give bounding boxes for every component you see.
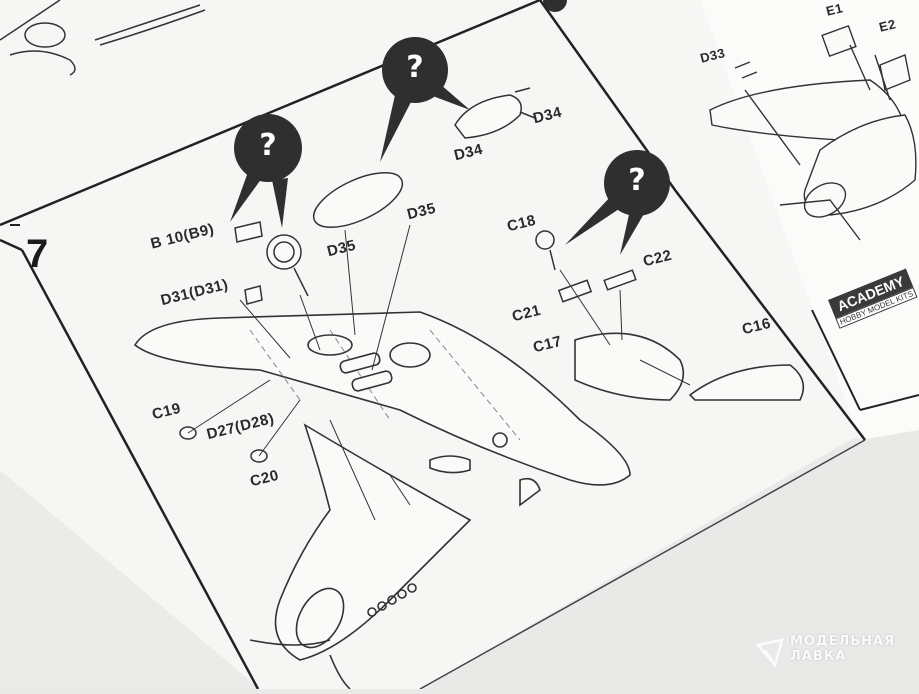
canopy-part-d35: [312, 172, 404, 228]
question-callout-2: ?: [406, 50, 424, 85]
watermark: МОДЕЛЬНАЯ ЛАВКА: [752, 634, 895, 664]
aircraft-drawing: [133, 311, 805, 690]
question-callout-3: ?: [628, 163, 646, 198]
adjacent-step-drawing: [543, 0, 917, 241]
step-frame-border: [0, 0, 541, 227]
watermark-line2: ЛАВКА: [790, 649, 847, 664]
previous-step-drawing: [0, 0, 206, 76]
assembly-lines: [187, 224, 691, 521]
bomb-part-d34: [454, 94, 522, 139]
callout-bubbles: [230, 37, 670, 255]
step-number: 7: [26, 232, 49, 276]
question-callout-1: ?: [259, 128, 277, 163]
watermark-line1: МОДЕЛЬНАЯ: [790, 634, 896, 649]
wheel-part: [266, 234, 302, 270]
watermark-logo-icon: [755, 638, 784, 668]
part-c18: [535, 230, 555, 250]
